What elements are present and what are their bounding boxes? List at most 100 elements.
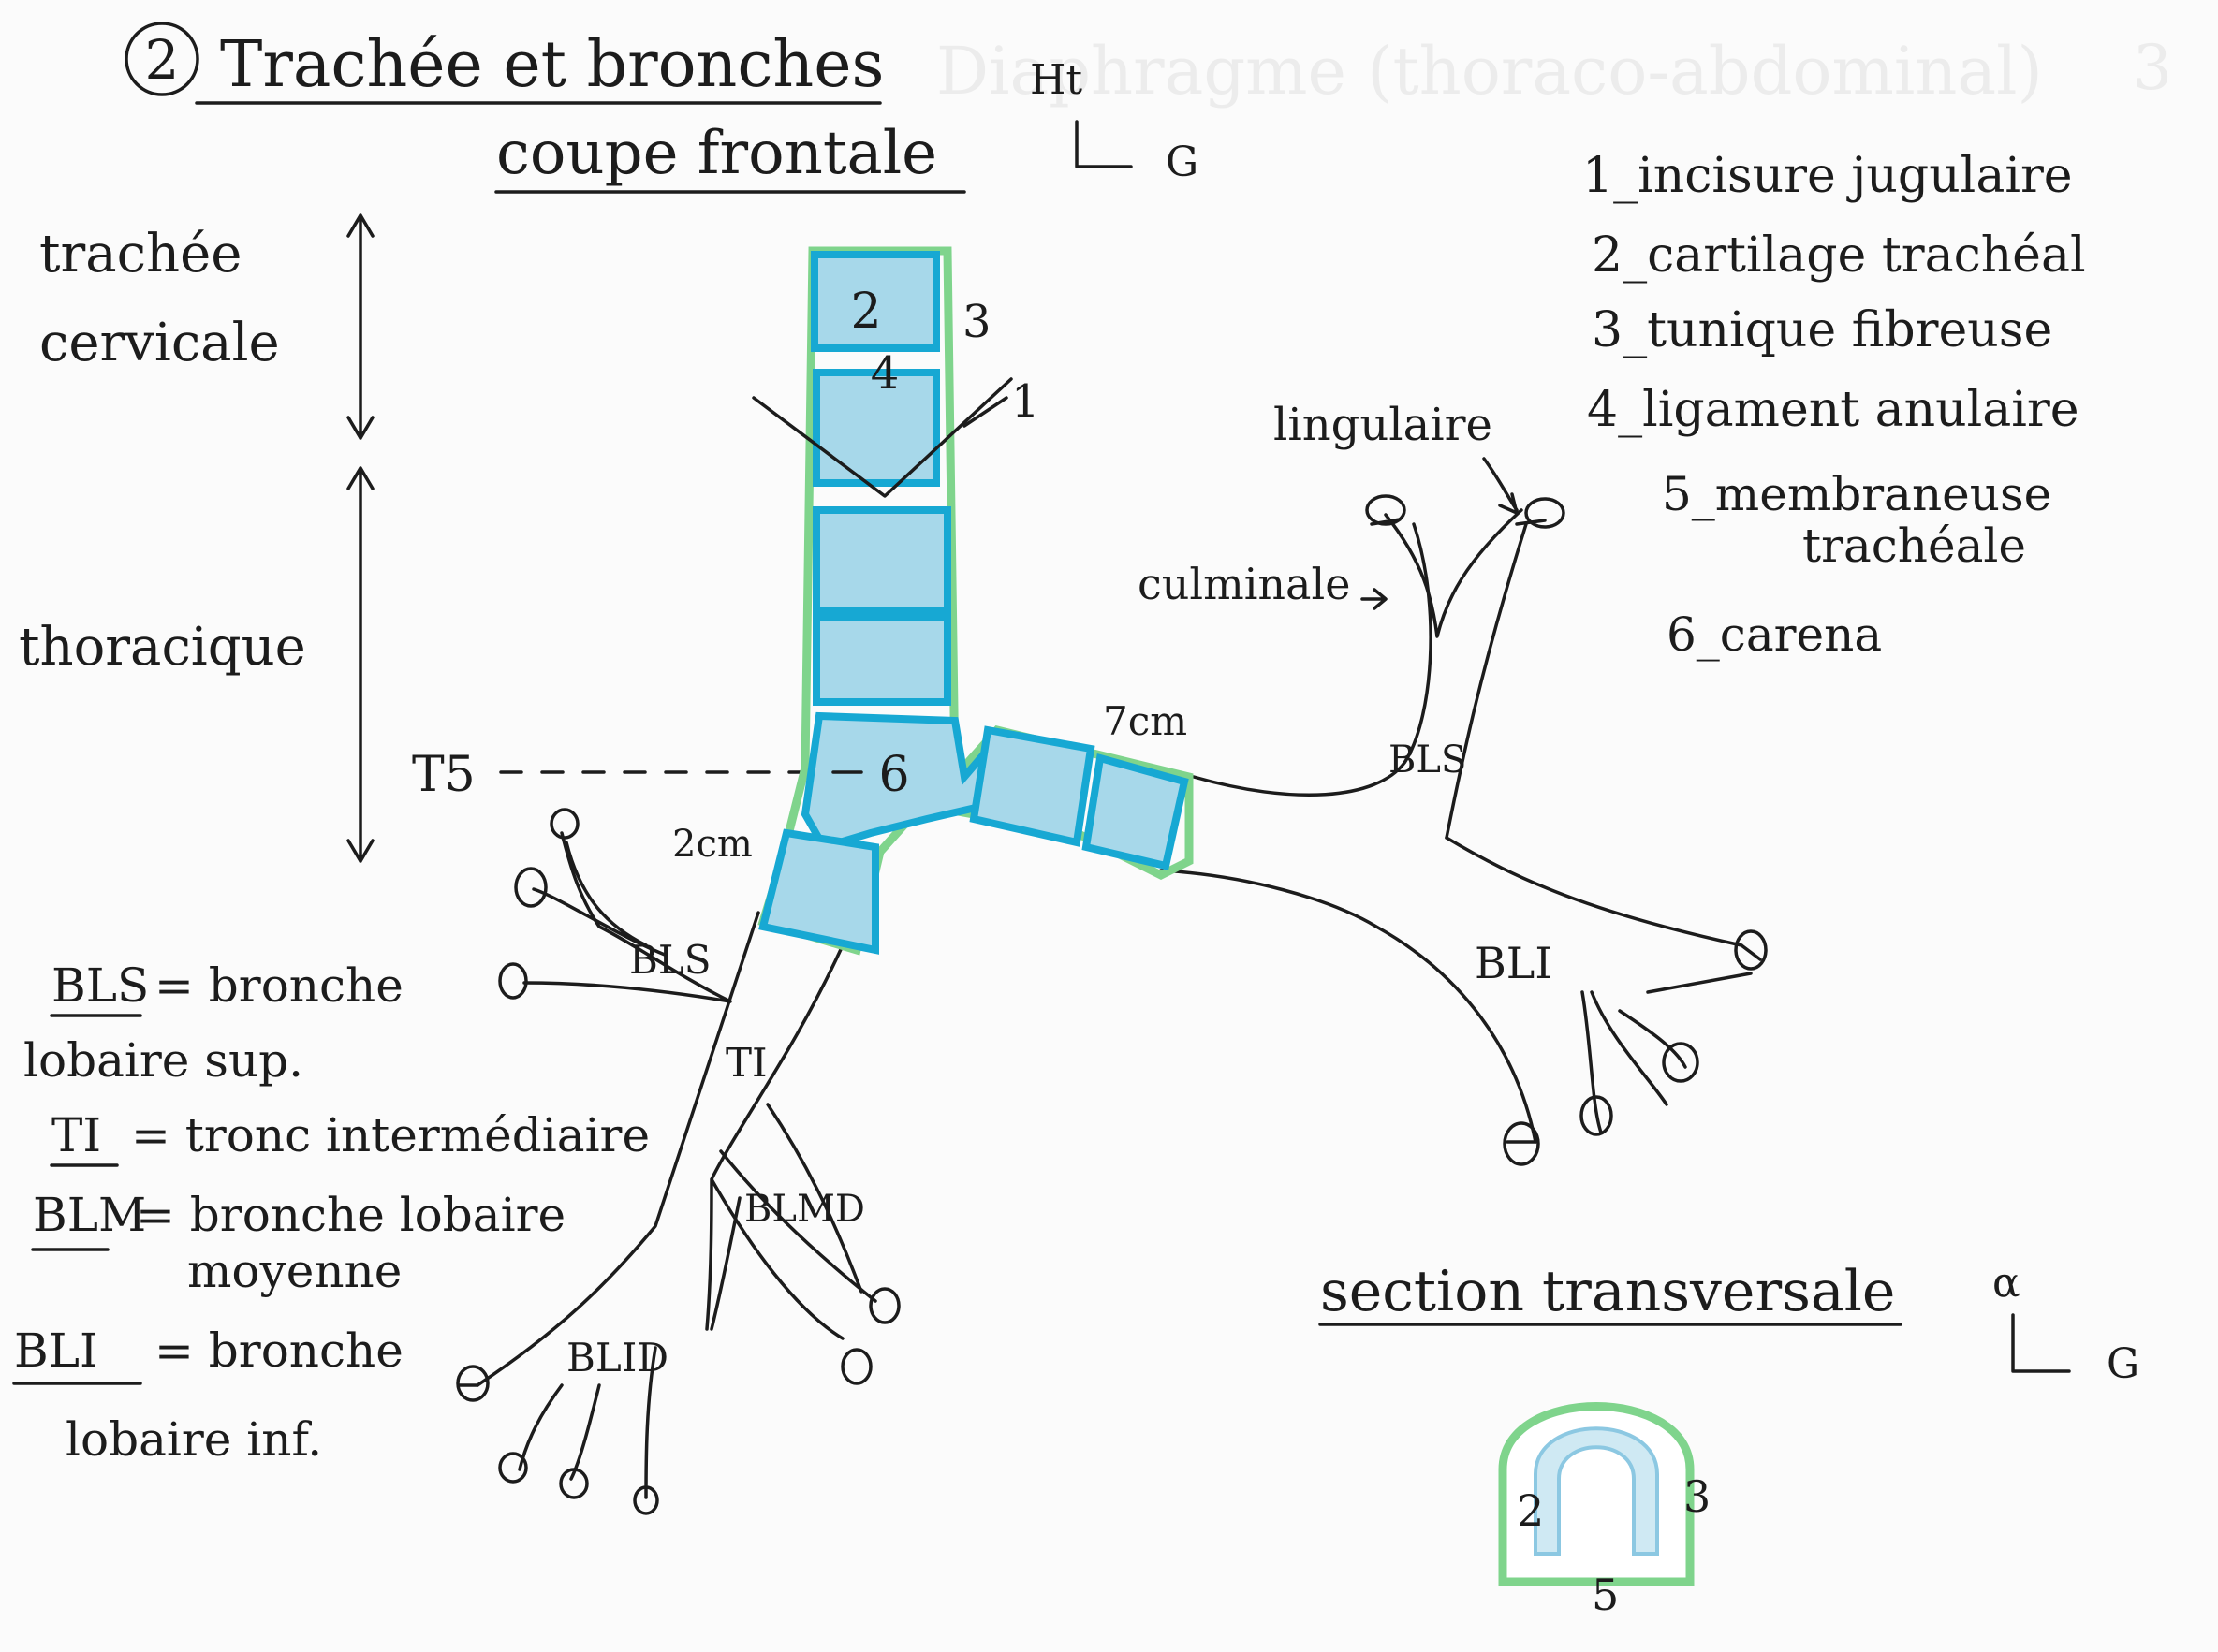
blid-branches — [457, 1346, 657, 1499]
bli-branches — [1580, 990, 1668, 1134]
abbr-ti-def: = tronc intermédiaire — [131, 1108, 650, 1162]
orientation-axes — [1075, 120, 1133, 168]
heading: 2 Trachée et bronches coupe frontale Ht … — [125, 22, 1198, 194]
heading-number-circle — [125, 22, 199, 96]
bls-right-opening-3 — [498, 962, 528, 1000]
blmd-opening-2 — [841, 1348, 873, 1385]
blmd-wall — [766, 1103, 863, 1294]
section-title: section transversale — [1320, 1259, 1895, 1324]
cervical-label-line2: cervicale — [39, 313, 280, 373]
bls-left-label: BLS — [1388, 738, 1466, 782]
blid-opening-2 — [498, 1452, 528, 1484]
jugular-notch-pointer — [962, 396, 1008, 428]
legend-item-6: 6_carena — [1667, 607, 1882, 662]
bli-opening-2 — [1579, 1095, 1613, 1136]
lingular-label: lingulaire — [1273, 399, 1492, 451]
trachea — [752, 246, 1194, 956]
bli-branches-b — [1618, 943, 1762, 1069]
lingular-bronchus-opening — [1524, 497, 1565, 529]
label-3: 3 — [962, 296, 991, 348]
section-label-3: 3 — [1683, 1471, 1711, 1522]
lingula-culmen-wall — [1445, 522, 1528, 840]
left-main-bronchus-length: 7cm — [1103, 698, 1187, 744]
legend-item-5: 5_membraneuse — [1662, 467, 2051, 521]
ti-label: TI — [726, 1040, 768, 1086]
middle-lobar-bronchus-inner — [710, 1196, 742, 1331]
section-orientation-axes — [2011, 1313, 2071, 1373]
abbreviations: BLS = bronche lobaire sup. TI = tronc in… — [12, 958, 650, 1467]
culminal-pointer — [1360, 588, 1388, 610]
abbr-bls-def: = bronche — [154, 958, 404, 1013]
cartilage-ring-2 — [813, 369, 940, 487]
right-upper-lobar-bronchus-walls — [522, 831, 732, 1003]
legend-item-1: 1_incisure jugulaire — [1582, 148, 2073, 204]
cervical-label-line1: trachée — [39, 224, 242, 285]
transverse-section: section transversale α G 2 3 5 — [1318, 1259, 2139, 1620]
abbr-bli-def: = bronche — [154, 1323, 404, 1378]
label-2: 2 — [850, 284, 881, 340]
right-intermediate-trunk-wall-inner — [705, 943, 845, 1340]
blmd-label: BLMD — [744, 1188, 865, 1231]
abbr-blm: BLM — [33, 1188, 146, 1242]
right-main-bronchus-ring — [758, 828, 879, 955]
label-4: 4 — [871, 347, 900, 400]
diagram-numbers: 2 3 4 1 6 2cm 7cm lingulaire culminale B… — [566, 284, 1552, 1381]
abbr-blm-def: = bronche lobaire — [136, 1188, 566, 1242]
heading-subtitle: coupe frontale — [496, 119, 937, 188]
trachea-regions: trachée cervicale thoracique T5 — [19, 213, 896, 863]
left-lower-lobar-bronchus-wall-lower — [1159, 869, 1537, 1144]
left-main-bronchus-ring-1 — [969, 725, 1095, 847]
legend-item-5-cont: trachéale — [1802, 519, 2026, 573]
bli-left-label: BLI — [1475, 938, 1552, 988]
section-orientation-up: α — [1992, 1259, 2020, 1307]
section-cartilage — [1534, 1426, 1659, 1556]
bls-right-label: BLS — [629, 937, 712, 983]
lingular-pointer — [1482, 457, 1519, 515]
vertebra-t5-label: T5 — [412, 747, 476, 803]
orientation-up-label: Ht — [1030, 56, 1082, 104]
abbr-blm-def-2: moyenne — [187, 1244, 402, 1298]
jugular-notch-mark — [752, 377, 1013, 498]
blid-opening-1 — [456, 1365, 490, 1402]
left-main-bronchus-ring-2 — [1081, 753, 1189, 870]
abbr-ti: TI — [51, 1108, 101, 1162]
heading-title: Trachée et bronches — [220, 28, 884, 102]
legend-item-3: 3_tunique fibreuse — [1592, 302, 2052, 358]
ghost-heading: 3 Diaphragme (thoraco-abdominal) — [936, 32, 2172, 110]
bli-opening-3 — [1662, 1042, 1699, 1083]
legend: 1_incisure jugulaire 2_cartilage trachéa… — [1582, 148, 2086, 662]
left-lower-lobar-bronchus-wall-upper — [1445, 836, 1743, 947]
bls-right-opening-1 — [550, 808, 580, 840]
carina-ring — [801, 711, 997, 852]
blmd-opening-1 — [869, 1287, 901, 1324]
bli-opening-4 — [1734, 929, 1768, 971]
culminal-bronchus-opening — [1365, 494, 1406, 526]
blid-opening-3 — [559, 1468, 589, 1499]
left-upper-lobar-bronchus-wall — [1192, 522, 1432, 797]
section-label-2: 2 — [1517, 1485, 1544, 1536]
abbr-bli: BLI — [14, 1323, 98, 1378]
bli-opening-1 — [1503, 1121, 1540, 1166]
thoracic-extent-arrow — [346, 466, 375, 863]
abbr-bls: BLS — [51, 958, 149, 1013]
cervical-extent-arrow — [346, 213, 375, 440]
cartilage-ring-4 — [813, 614, 951, 706]
label-1: 1 — [1011, 375, 1040, 428]
bls-right-opening-2 — [514, 867, 548, 908]
blid-label: BLID — [566, 1335, 668, 1381]
thoracic-label: thoracique — [19, 617, 306, 678]
middle-lobar-bronchus-wall — [719, 1149, 877, 1303]
cartilage-ring-1 — [811, 251, 940, 352]
abbr-bli-def-2: lobaire inf. — [66, 1412, 322, 1467]
heading-number: 2 — [145, 28, 180, 92]
ghost-heading-number: 3 — [2133, 32, 2172, 104]
cartilage-ring-3 — [813, 506, 951, 615]
abbr-bls-def-2: lobaire sup. — [23, 1033, 303, 1088]
legend-item-2: 2_cartilage trachéal — [1592, 227, 2086, 284]
legend-item-4: 4_ligament anulaire — [1587, 382, 2079, 438]
lingula-culmen-fork — [1384, 508, 1523, 638]
culminal-label: culminale — [1138, 559, 1350, 609]
right-main-bronchus-length: 2cm — [672, 823, 753, 866]
bronchial-tree — [456, 494, 1768, 1515]
